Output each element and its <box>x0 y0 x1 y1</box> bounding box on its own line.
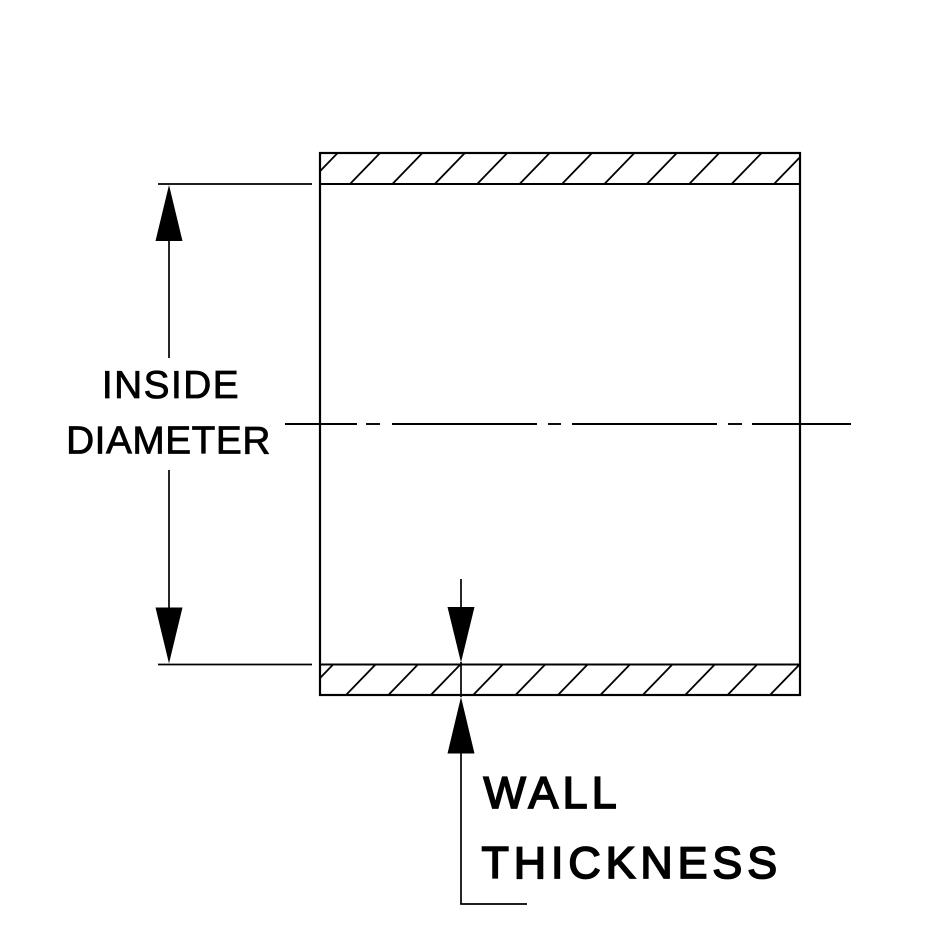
svg-text:WALL: WALL <box>484 768 622 818</box>
svg-text:THICKNESS: THICKNESS <box>482 838 782 888</box>
svg-text:INSIDE: INSIDE <box>102 364 240 407</box>
svg-text:DIAMETER: DIAMETER <box>66 420 271 463</box>
